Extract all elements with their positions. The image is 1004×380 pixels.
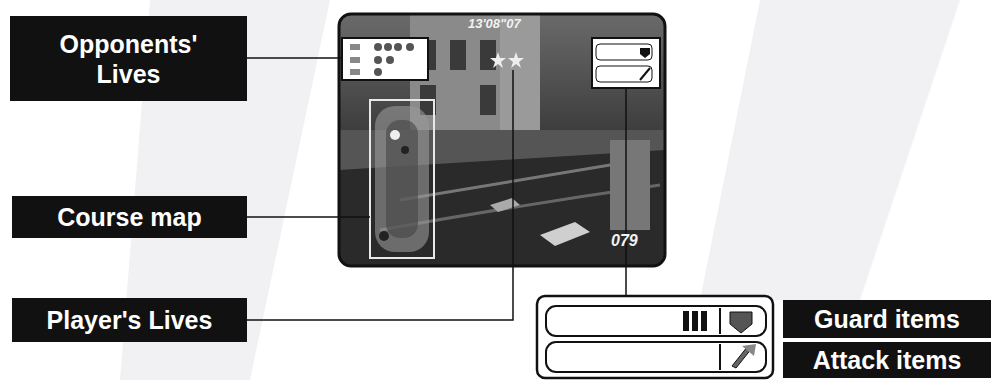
callout-label: Opponents' Lives xyxy=(44,29,214,89)
hud-readout: 13'08"07 xyxy=(468,16,521,31)
callout-label-box: Course map xyxy=(12,196,247,238)
callout-label-box: Opponents' Lives xyxy=(10,16,247,101)
callout-label-box: Player's Lives xyxy=(12,298,247,342)
callout-label: Guard items xyxy=(814,304,960,334)
callout-label-box: Attack items xyxy=(783,342,991,378)
callout-label: Player's Lives xyxy=(47,305,213,335)
callout-label: Attack items xyxy=(813,345,962,375)
hud-readout: 079 xyxy=(611,232,638,250)
callout-label: Course map xyxy=(57,202,201,232)
callout-label-box: Guard items xyxy=(783,300,991,338)
